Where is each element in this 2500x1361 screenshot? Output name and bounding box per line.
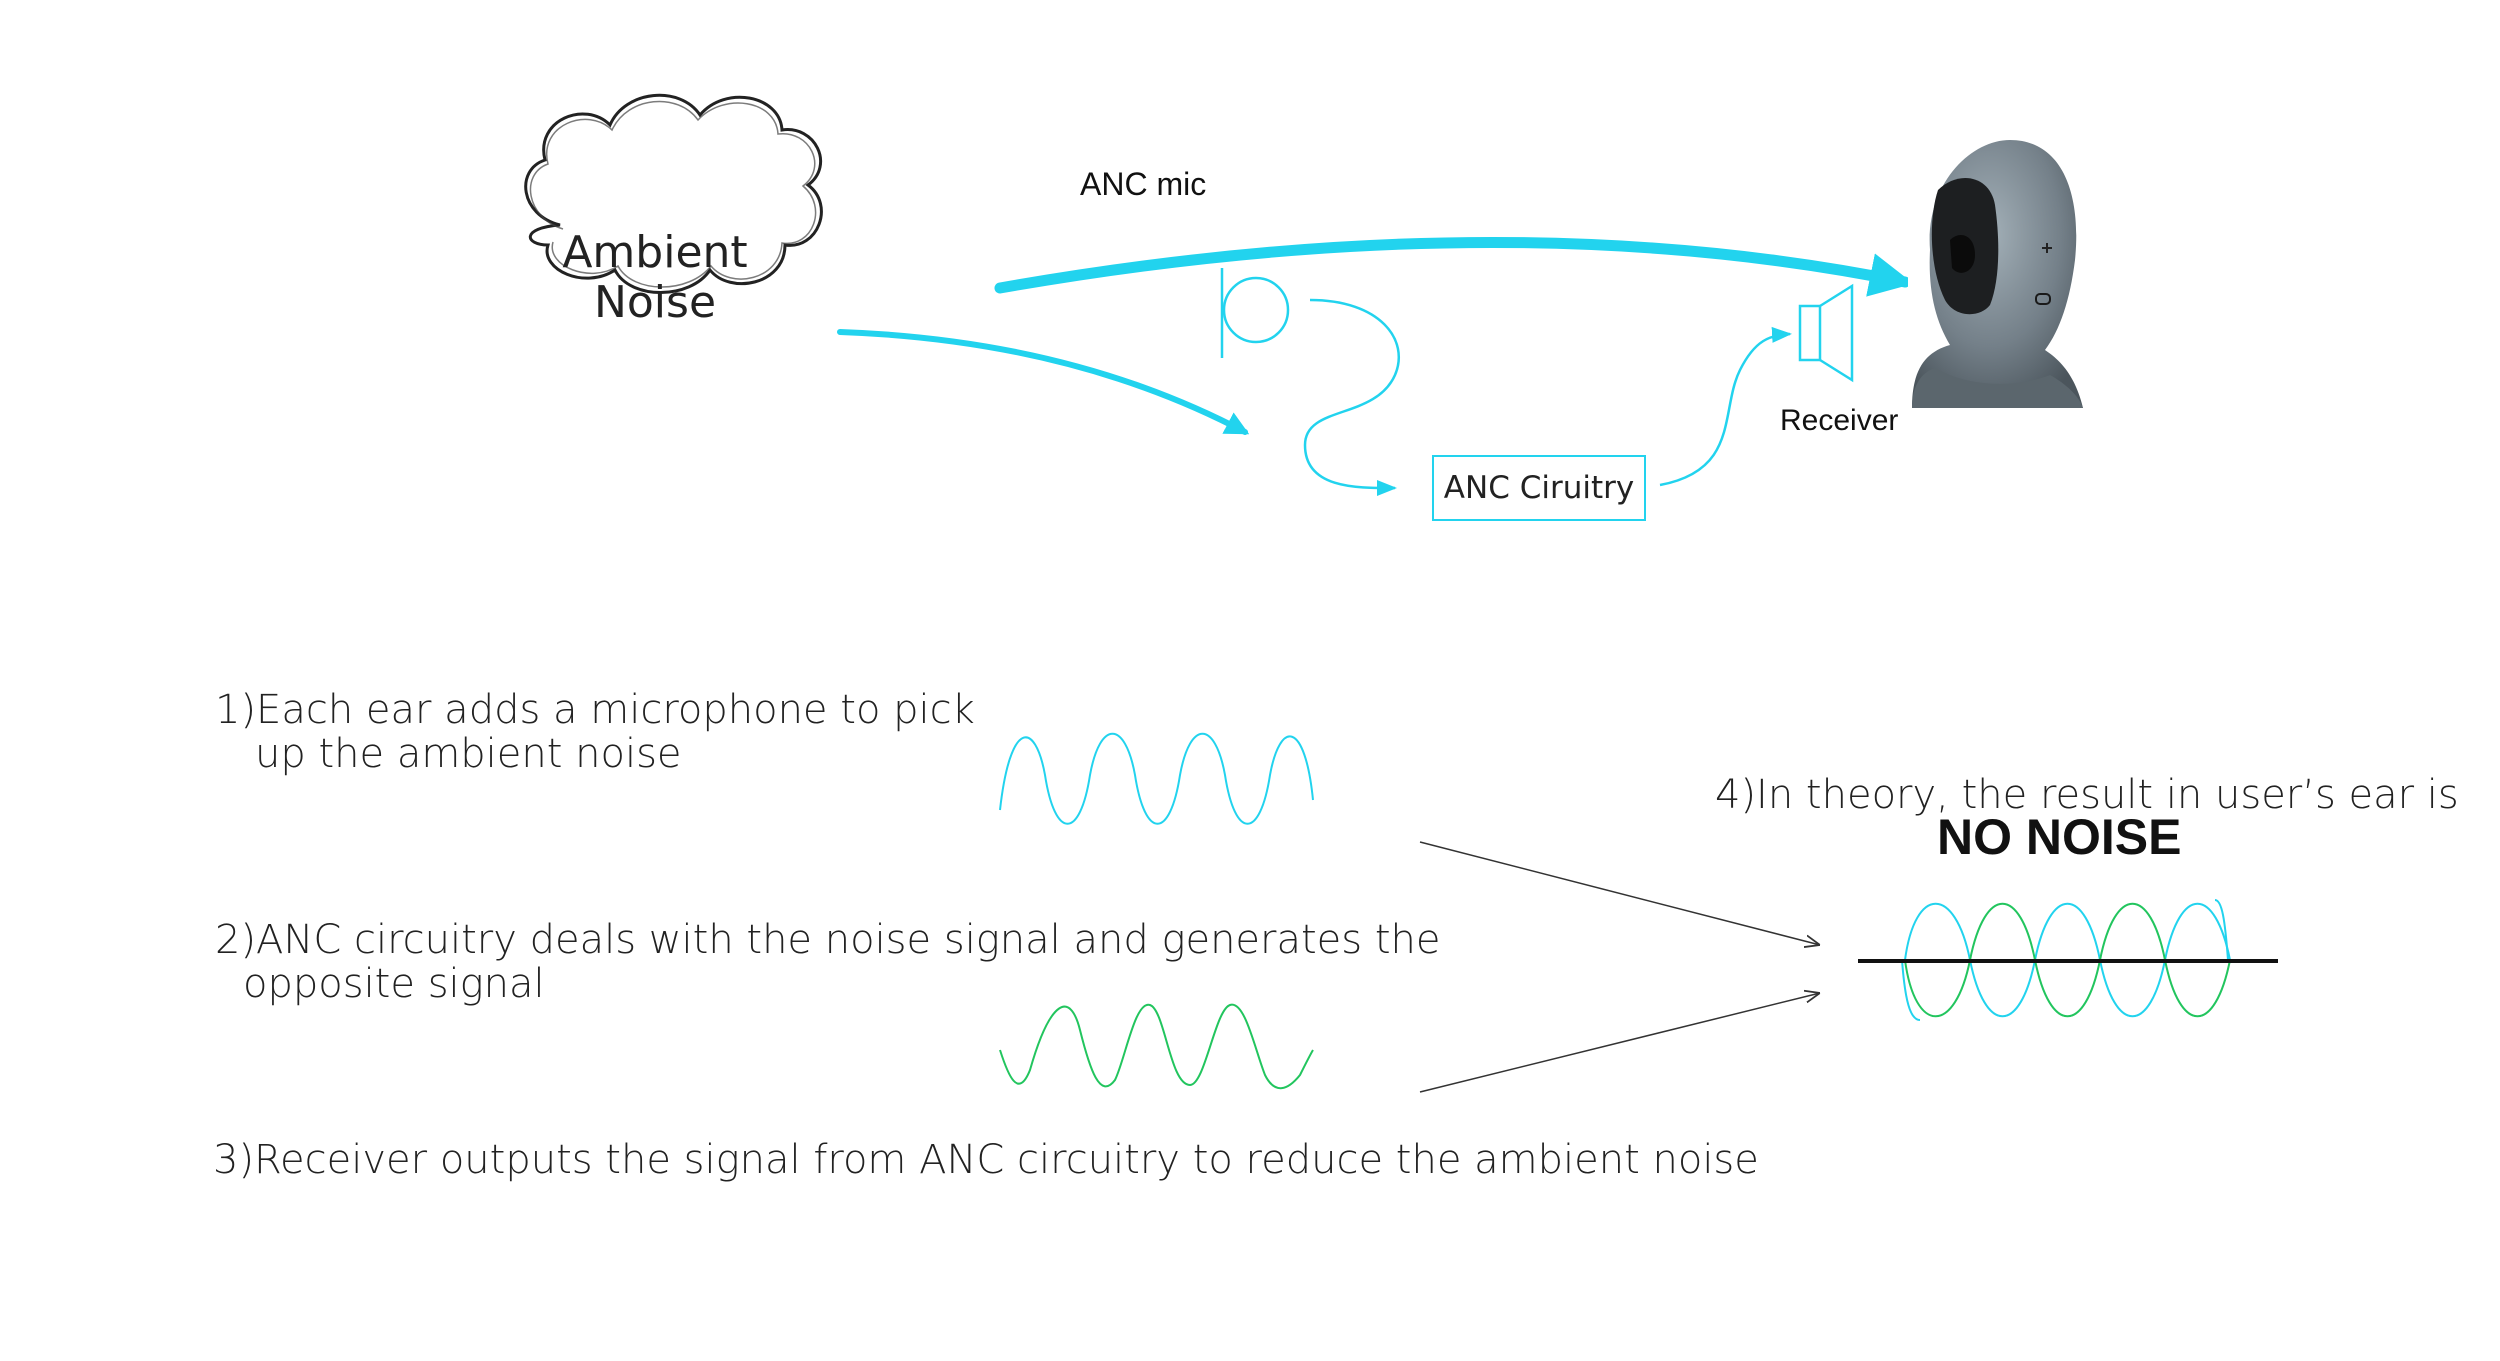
arrow-anti-noise-to-result <box>1419 993 1820 1093</box>
direct-noise-arrow <box>994 236 1914 297</box>
noise-to-mic-arrow <box>837 329 1250 435</box>
cancelled-waves <box>1901 899 2231 1021</box>
speaker-icon <box>1798 283 1854 383</box>
no-noise-result: NO NOISE <box>1937 809 2182 865</box>
circuitry-to-receiver-wire <box>1659 326 1792 487</box>
step-2-line-1: 2)ANC circuitry deals with the noise sig… <box>215 917 1441 963</box>
cloud-outline <box>524 93 823 294</box>
receiver-label: Receiver <box>1780 404 1899 437</box>
step-1-line-2: up the ambient noise <box>255 731 682 777</box>
noise-waveform <box>999 732 1314 825</box>
step-1-line-1: 1)Each ear adds a microphone to pick <box>215 687 975 733</box>
step-4: 4)In theory, the result in user’s ear is <box>1715 772 2459 818</box>
ambient-noise-label: Ambient Noise <box>550 228 760 328</box>
microphone-icon <box>1220 268 1290 358</box>
ambient-noise-line1: Ambient <box>562 227 748 278</box>
step-2-line-2: opposite signal <box>243 961 545 1007</box>
cloud-outline-sketch <box>529 100 817 288</box>
ambient-noise-line2: Noise <box>593 277 717 328</box>
anti-noise-waveform <box>999 1003 1314 1090</box>
anc-mic-label: ANC mic <box>1080 166 1207 202</box>
arrow-noise-to-result <box>1419 841 1820 945</box>
mic-to-circuitry-wire <box>1303 298 1400 497</box>
step-3: 3)Receiver outputs the signal from ANC c… <box>213 1137 1759 1183</box>
head-mannequin-image <box>1908 133 2083 408</box>
anc-circuitry-box: ANC Ciruitry <box>1432 455 1646 521</box>
